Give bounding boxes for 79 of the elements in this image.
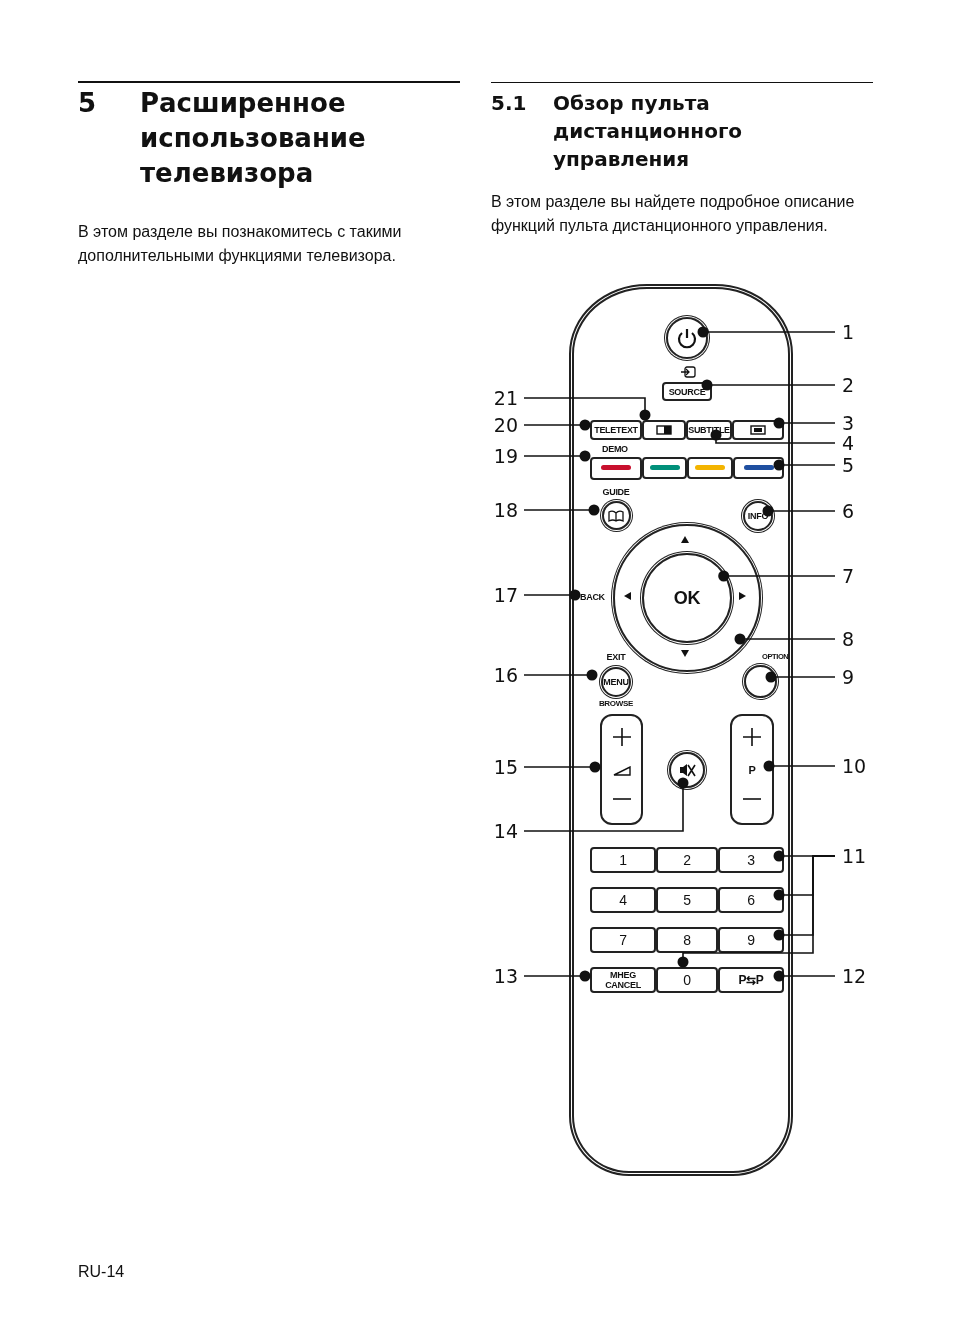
callout-number: 10	[842, 754, 874, 778]
section-number: 5.1	[491, 90, 528, 117]
callout-number: 6	[842, 499, 874, 523]
leader-line	[765, 671, 836, 683]
leader-line	[710, 429, 836, 444]
format-button	[732, 420, 784, 440]
paragraph: В этом разделе вы найдете подробное описание функций пульта дистанционного управления.	[491, 192, 856, 236]
swap-button: P⇆P	[718, 967, 784, 993]
leader-line	[697, 326, 836, 338]
digit-key: 0	[656, 967, 718, 993]
digit-key: 8	[656, 927, 718, 953]
callout-number: 2	[842, 373, 874, 397]
callout-number: 1	[842, 320, 874, 344]
leader-line	[677, 855, 836, 968]
callout-number: 17	[486, 583, 518, 607]
color-key	[733, 457, 784, 479]
callout-number: 8	[842, 627, 874, 651]
button-caption: BROWSE	[597, 699, 635, 709]
source-button: SOURCE	[662, 382, 712, 401]
callout-number: 7	[842, 564, 874, 588]
section-heading: Расширенное использование телевизора	[140, 87, 367, 190]
dual-screen-button	[642, 420, 686, 440]
ok-button: OK	[642, 553, 732, 643]
button-label: P	[747, 763, 757, 778]
digit-key: 2	[656, 847, 718, 873]
callout-number: 21	[486, 386, 518, 410]
callout-number: 12	[842, 964, 874, 988]
teletext-button: TELETEXT	[590, 420, 642, 440]
callout-number: 19	[486, 444, 518, 468]
color-key	[687, 457, 733, 479]
remote-control-body	[569, 284, 793, 1176]
leader-line	[734, 633, 836, 645]
leader-line	[523, 397, 651, 421]
callout-number: 11	[842, 844, 874, 868]
leader-line	[523, 777, 689, 832]
volume-rocker	[600, 714, 643, 825]
callout-number: 18	[486, 498, 518, 522]
leader-line	[718, 570, 836, 582]
mute-button	[669, 752, 705, 788]
leader-line	[523, 589, 581, 601]
section-heading: Обзор пульта дистанционного управления	[553, 90, 744, 173]
callout-number: 9	[842, 665, 874, 689]
leader-line	[763, 760, 836, 772]
channel-rocker	[730, 714, 774, 825]
button-caption: DEMO	[602, 444, 628, 455]
leader-line	[523, 504, 600, 516]
callout-number: 13	[486, 964, 518, 988]
callout-number: 16	[486, 663, 518, 687]
leader-line	[773, 970, 836, 982]
page-number: RU-14	[78, 1262, 126, 1282]
digit-key: 7	[590, 927, 656, 953]
leader-line	[523, 669, 598, 681]
leader-line	[701, 379, 836, 391]
digit-key: 9	[718, 927, 784, 953]
callout-number: 15	[486, 755, 518, 779]
digit-key: 1	[590, 847, 656, 873]
button-caption: GUIDE	[601, 487, 631, 498]
color-key	[642, 457, 687, 479]
leader-line	[523, 970, 591, 982]
leader-line	[773, 459, 836, 471]
leader-line	[762, 505, 836, 517]
digit-key: 6	[718, 887, 784, 913]
menu-button: MENU	[601, 667, 631, 697]
callout-number: 20	[486, 413, 518, 437]
digit-key: 3	[718, 847, 784, 873]
power-button	[666, 317, 708, 359]
digit-key: 5	[656, 887, 718, 913]
button-caption: BACK	[580, 592, 608, 605]
mheg-cancel-button: MHEG CANCEL	[590, 967, 656, 993]
digit-key: 4	[590, 887, 656, 913]
paragraph: В этом разделе вы познакомитесь с такими дополнительными функциями телевизора.	[78, 222, 403, 266]
callout-number: 14	[486, 819, 518, 843]
callout-number: 5	[842, 453, 874, 477]
leader-line	[523, 419, 591, 431]
section-number: 5	[78, 87, 98, 120]
button-caption: EXIT	[605, 652, 627, 663]
leader-line	[523, 761, 601, 773]
leader-line	[523, 450, 591, 462]
leader-line	[773, 417, 836, 429]
